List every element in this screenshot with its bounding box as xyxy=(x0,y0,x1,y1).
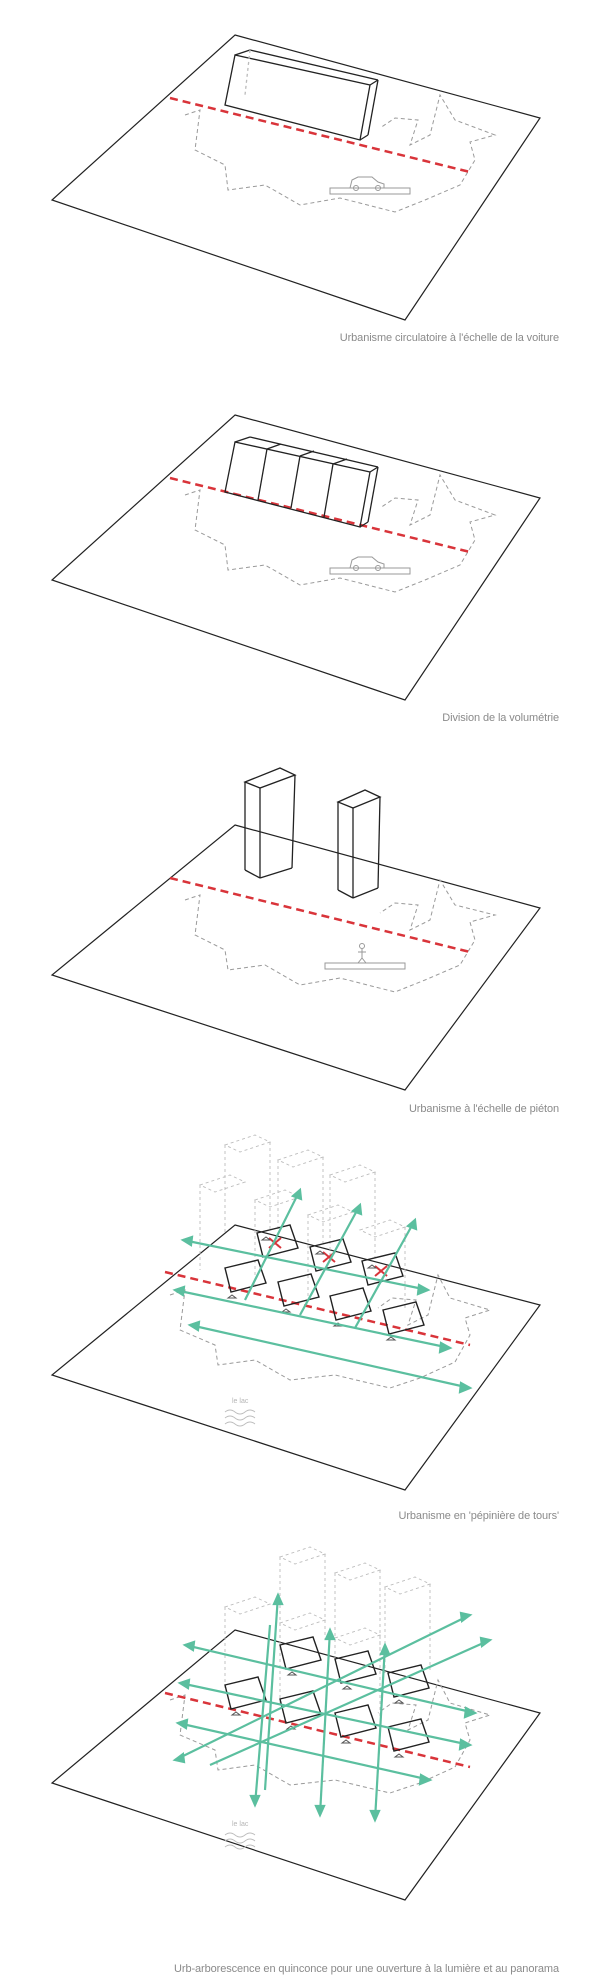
panel-volume-division: Division de la volumétrie xyxy=(0,380,615,740)
panel-pedestrian-scale: Urbanisme à l'échelle de piéton xyxy=(0,760,615,1120)
ghost-towers xyxy=(223,1546,432,1717)
panel-car-scale: Urbanisme circulatoire à l'échelle de la… xyxy=(0,0,615,360)
tower-left xyxy=(243,767,297,879)
main-road-red-line xyxy=(169,876,471,954)
diagram-tower-nursery xyxy=(50,1134,542,1491)
caption-panel3: Urbanisme à l'échelle de piéton xyxy=(408,1103,559,1115)
divided-block-volumes xyxy=(224,436,379,528)
caption-panel5: Urb-arborescence en quinconce pour une o… xyxy=(174,1963,559,1975)
panel-staggered-arborescence: le lac Urb-arborescence en quinconce pou… xyxy=(0,1535,615,1980)
pedestrian-icon xyxy=(324,943,406,970)
waves-icon xyxy=(224,1832,256,1850)
site-boundary-dashed xyxy=(184,878,497,993)
main-road-red-line xyxy=(164,1270,471,1347)
view-corridor-arrows xyxy=(172,1187,473,1394)
eye-view-icons xyxy=(226,1236,397,1341)
site-plane xyxy=(50,824,542,1091)
site-plane xyxy=(50,1224,542,1491)
view-corridor-arrows xyxy=(172,1592,493,1823)
lake-label: le lac xyxy=(232,1821,249,1828)
site-plane xyxy=(50,1629,541,1901)
long-block-volume xyxy=(224,49,379,141)
lake-label: le lac xyxy=(232,1398,249,1405)
site-boundary-dashed xyxy=(184,93,497,213)
caption-panel2: Division de la volumétrie xyxy=(442,712,559,724)
blocked-view-cross-icons xyxy=(268,1237,388,1277)
caption-panel4: Urbanisme en 'pépinière de tours' xyxy=(398,1510,560,1522)
diagram-pedestrian-scale xyxy=(50,767,542,1091)
car-icon xyxy=(329,556,411,575)
diagram-staggered-arborescence xyxy=(50,1546,541,1901)
waves-icon xyxy=(224,1409,256,1427)
car-icon xyxy=(329,176,411,195)
building-footprints xyxy=(224,1636,430,1752)
panel-tower-nursery: le lac Urbanisme en 'pépinière de tours' xyxy=(0,1130,615,1530)
site-boundary-dashed xyxy=(184,473,497,593)
ghost-towers xyxy=(198,1134,407,1310)
main-road-red-line xyxy=(164,1691,471,1769)
site-boundary-dashed xyxy=(169,1678,492,1794)
diagram-car-scale xyxy=(50,34,541,321)
building-footprints xyxy=(224,1224,425,1335)
site-boundary-dashed xyxy=(169,1273,492,1389)
diagram-volume-division xyxy=(50,414,541,701)
site-plane xyxy=(50,34,541,321)
main-road-red-line xyxy=(169,96,471,174)
tower-right xyxy=(336,789,382,899)
site-plane xyxy=(50,414,541,701)
caption-panel1: Urbanisme circulatoire à l'échelle de la… xyxy=(339,332,559,344)
main-road-red-line xyxy=(169,476,471,554)
